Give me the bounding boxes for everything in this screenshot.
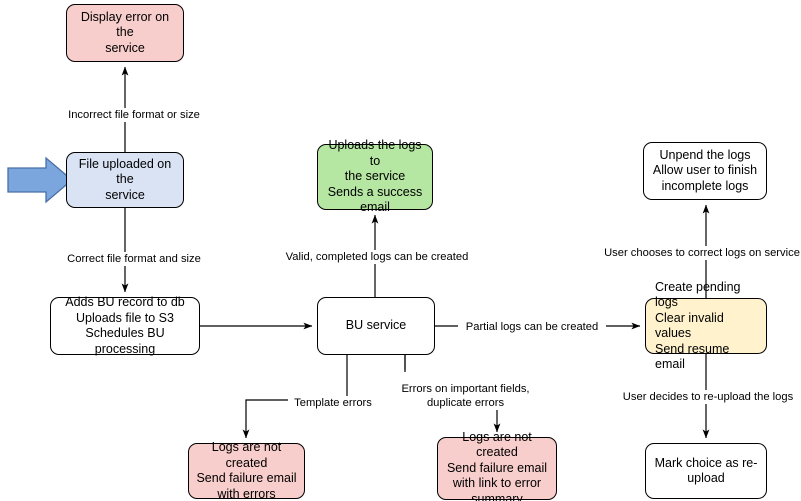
node-uploads-logs[interactable]: Uploads the logs to the service Sends a … <box>317 138 433 214</box>
edge-label-incorrect-format: Incorrect file format or size <box>56 108 212 122</box>
node-display-error[interactable]: Display error on the service <box>66 4 184 62</box>
node-create-pending-logs[interactable]: Create pending logs Clear invalid values… <box>645 280 767 371</box>
node-logs-not-created-summary[interactable]: Logs are not created Send failure email … <box>437 430 557 501</box>
edge-label-correct-format: Correct file format and size <box>56 252 212 266</box>
node-bu-service[interactable]: BU service <box>317 297 435 355</box>
start-block-arrow <box>7 156 74 204</box>
node-file-uploaded[interactable]: File uploaded on the service <box>66 152 184 208</box>
edge-label-template-errors: Template errors <box>288 396 378 410</box>
edge-label-user-corrects-logs: User chooses to correct logs on service <box>600 246 801 260</box>
node-unpend-logs[interactable]: Unpend the logs Allow user to finish inc… <box>643 142 767 200</box>
node-mark-reupload[interactable]: Mark choice as re- upload <box>645 443 767 499</box>
node-logs-not-created-errors[interactable]: Logs are not created Send failure email … <box>188 440 305 501</box>
edge-label-user-reupload: User decides to re-upload the logs <box>612 390 801 404</box>
edge-label-partial-logs: Partial logs can be created <box>458 320 606 334</box>
edge-label-valid-completed-logs: Valid, completed logs can be created <box>275 250 479 264</box>
node-adds-bu-record[interactable]: Adds BU record to db Uploads file to S3 … <box>50 295 200 356</box>
edge-label-errors-important-fields: Errors on important fields, duplicate er… <box>393 382 538 410</box>
